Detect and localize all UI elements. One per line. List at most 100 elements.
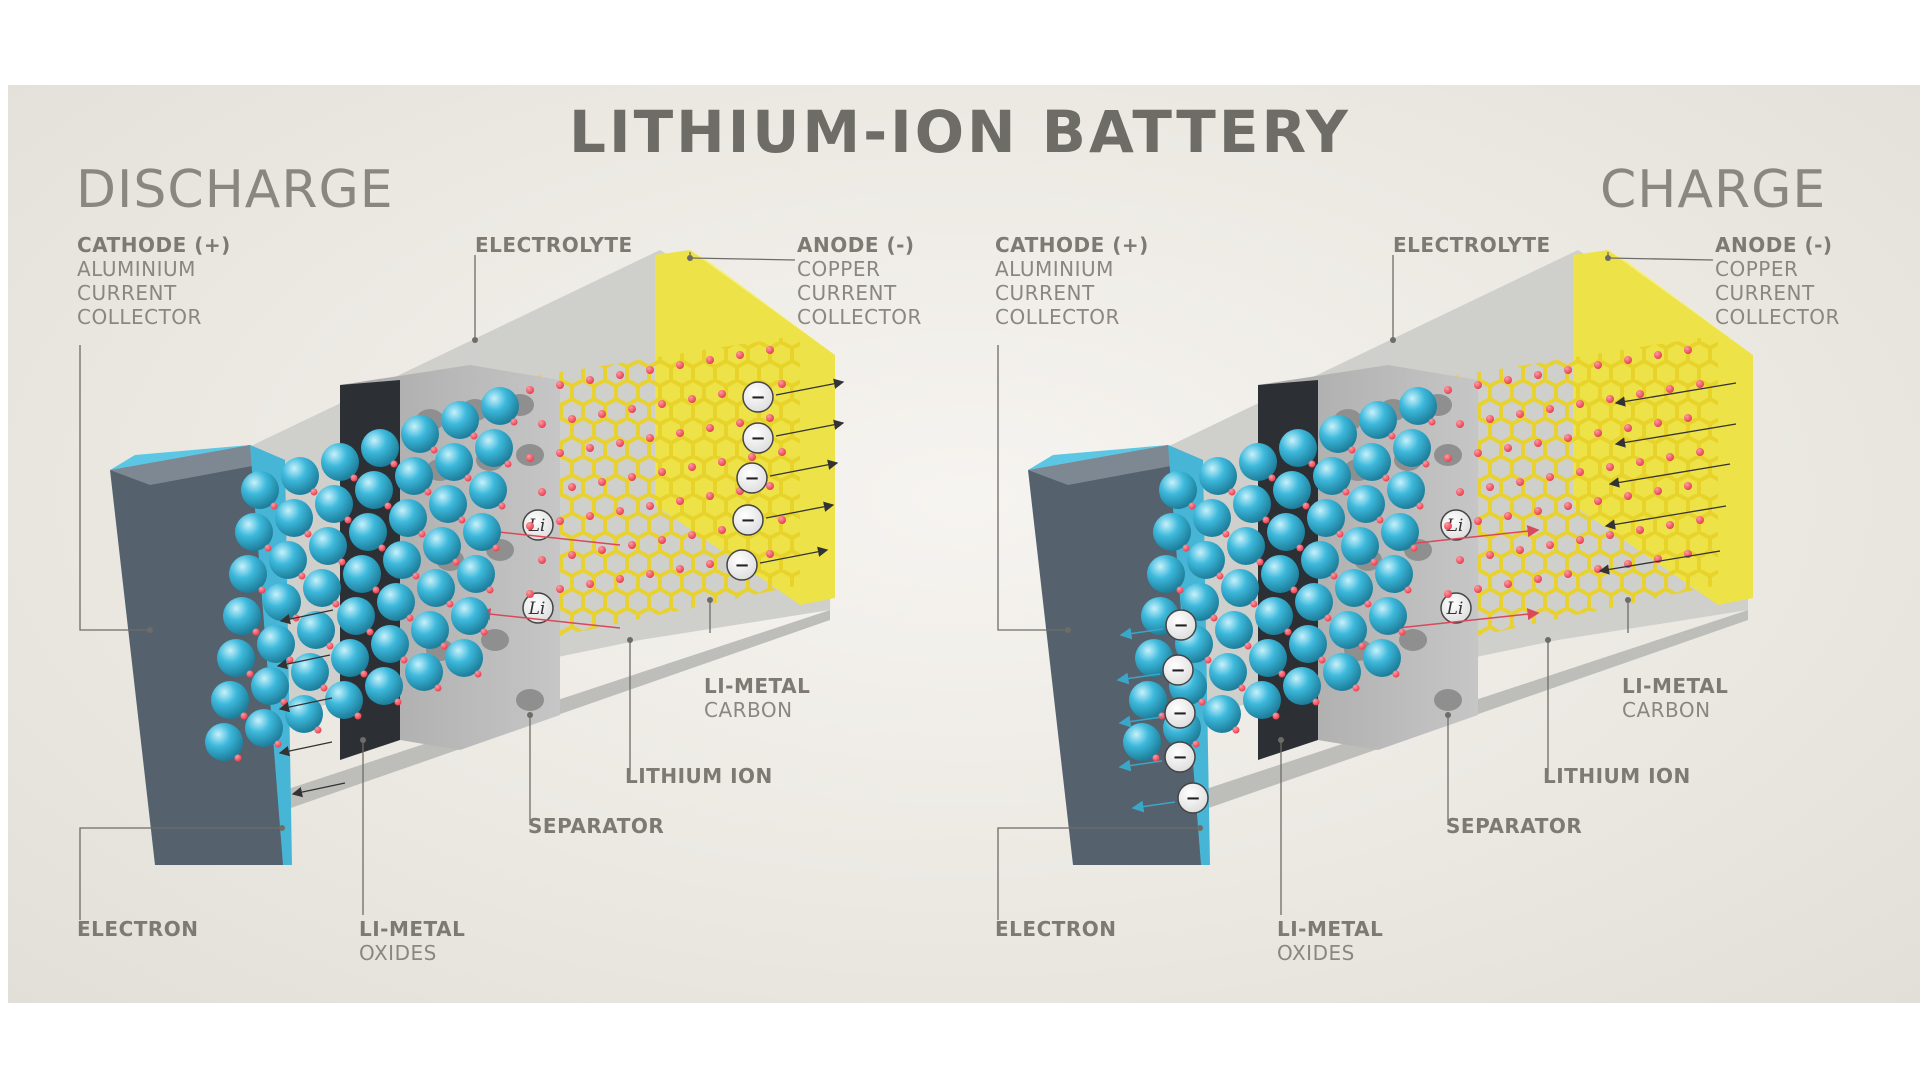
leader-dot — [1390, 337, 1396, 343]
leader-dot — [527, 712, 533, 718]
lattice-lithium-ion — [1444, 454, 1452, 462]
metal-oxide-sphere — [1227, 527, 1265, 565]
metal-oxide-sphere — [1255, 597, 1293, 635]
lattice-lithium-ion — [766, 346, 774, 354]
oxide-lithium-ion — [1352, 684, 1360, 692]
oxide-lithium-ion — [350, 474, 358, 482]
electron-flow-arrow — [279, 609, 334, 625]
metal-oxide-sphere — [1129, 681, 1167, 719]
electron-flow-arrow — [759, 546, 829, 564]
lattice-lithium-ion — [1666, 521, 1674, 529]
metal-oxide-sphere — [235, 513, 273, 551]
electron-flow-arrow — [1131, 800, 1176, 813]
oxide-lithium-ion — [504, 460, 512, 468]
metal-oxide-sphere — [395, 457, 433, 495]
metal-oxide-sphere — [1381, 513, 1419, 551]
oxide-lithium-ion — [440, 642, 448, 650]
lattice-lithium-ion — [1606, 395, 1614, 403]
electron-flow-arrow — [775, 419, 845, 437]
lattice-lithium-ion — [1474, 585, 1482, 593]
lattice-lithium-ion — [718, 526, 726, 534]
lattice-lithium-ion — [568, 551, 576, 559]
ion-flow-arrow — [478, 525, 621, 546]
lattice-lithium-ion — [676, 361, 684, 369]
separator-pore — [1399, 629, 1427, 651]
metal-oxide-sphere — [1187, 541, 1225, 579]
oxide-lithium-ion — [1244, 642, 1252, 650]
lattice-lithium-ion — [718, 458, 726, 466]
lattice-lithium-ion — [1444, 386, 1452, 394]
lattice-lithium-ion — [1636, 526, 1644, 534]
oxide-lithium-ion — [372, 586, 380, 594]
oxide-lithium-ion — [1250, 600, 1258, 608]
lattice-lithium-ion — [688, 395, 696, 403]
oxide-lithium-ion — [1204, 656, 1212, 664]
charge-electron-label: ELECTRON — [995, 917, 1117, 941]
metal-oxide-sphere — [1261, 555, 1299, 593]
lattice-lithium-ion — [628, 541, 636, 549]
metal-oxide-sphere — [1123, 723, 1161, 761]
lattice-lithium-ion — [1486, 415, 1494, 423]
leader-line — [79, 345, 150, 631]
oxide-lithium-ion — [1312, 698, 1320, 706]
metal-oxide-sphere — [245, 709, 283, 747]
lattice-lithium-ion — [1654, 419, 1662, 427]
oxide-lithium-ion — [480, 628, 488, 636]
charge-lithium-ion-label: LITHIUM ION — [1543, 764, 1691, 788]
oxide-lithium-ion — [1428, 418, 1436, 426]
oxide-lithium-ion — [384, 502, 392, 510]
metal-oxide-sphere — [1363, 639, 1401, 677]
lattice-lithium-ion — [1546, 541, 1554, 549]
oxide-lithium-ion — [430, 446, 438, 454]
lattice-lithium-ion — [1534, 371, 1542, 379]
metal-oxide-sphere — [377, 583, 415, 621]
metal-oxide-sphere — [309, 527, 347, 565]
metal-oxide-sphere — [337, 597, 375, 635]
oxide-lithium-ion — [510, 418, 518, 426]
lattice-lithium-ion — [1684, 482, 1692, 490]
diagram-title: LITHIUM-ION BATTERY — [569, 98, 1351, 166]
lattice-lithium-ion — [586, 580, 594, 588]
metal-oxide-sphere — [1273, 471, 1311, 509]
oxide-lithium-ion — [1152, 754, 1160, 762]
lattice-lithium-ion — [1486, 551, 1494, 559]
metal-oxide-sphere — [349, 513, 387, 551]
metal-oxide-sphere — [1353, 443, 1391, 481]
cell-casing — [110, 445, 290, 865]
oxide-lithium-ion — [1238, 684, 1246, 692]
metal-oxide-sphere — [285, 695, 323, 733]
metal-oxide-sphere — [1153, 513, 1191, 551]
metal-oxide-sphere — [365, 667, 403, 705]
oxide-lithium-ion — [1188, 502, 1196, 510]
oxide-lithium-ion — [1290, 586, 1298, 594]
charge-cathode-label: CATHODE (+) ALUMINIUM CURRENT COLLECTOR — [995, 233, 1149, 329]
lattice-lithium-ion — [1516, 546, 1524, 554]
leader-dot — [1545, 637, 1551, 643]
lattice-lithium-ion — [568, 415, 576, 423]
oxide-lithium-ion — [1388, 432, 1396, 440]
oxide-lithium-ion — [240, 712, 248, 720]
electron-flow-arrow — [1608, 463, 1731, 488]
lattice-lithium-ion — [1564, 502, 1572, 510]
metal-oxide-sphere — [1387, 471, 1425, 509]
electron-symbol-text: − — [1170, 660, 1185, 681]
leader-line — [997, 827, 1200, 920]
leader-line — [689, 257, 796, 261]
electron-symbol — [1165, 609, 1197, 641]
metal-oxide-sphere — [451, 597, 489, 635]
electron-symbol-text: − — [750, 387, 765, 408]
lattice-lithium-ion — [526, 454, 534, 462]
oxide-lithium-ion — [1192, 740, 1200, 748]
oxide-lithium-ion — [498, 502, 506, 510]
lattice-lithium-ion — [1444, 590, 1452, 598]
lithium-ion-text: Li — [528, 599, 546, 619]
leader-dot — [360, 737, 366, 743]
lattice-lithium-ion — [778, 448, 786, 456]
charge-anode-label: ANODE (-) COPPER CURRENT COLLECTOR — [1715, 233, 1840, 329]
electron-symbol — [742, 381, 774, 413]
leader-dot — [1197, 825, 1203, 831]
oxide-lithium-ion — [332, 600, 340, 608]
oxide-lithium-ion — [492, 544, 500, 552]
electron-symbol-text: − — [750, 428, 765, 449]
